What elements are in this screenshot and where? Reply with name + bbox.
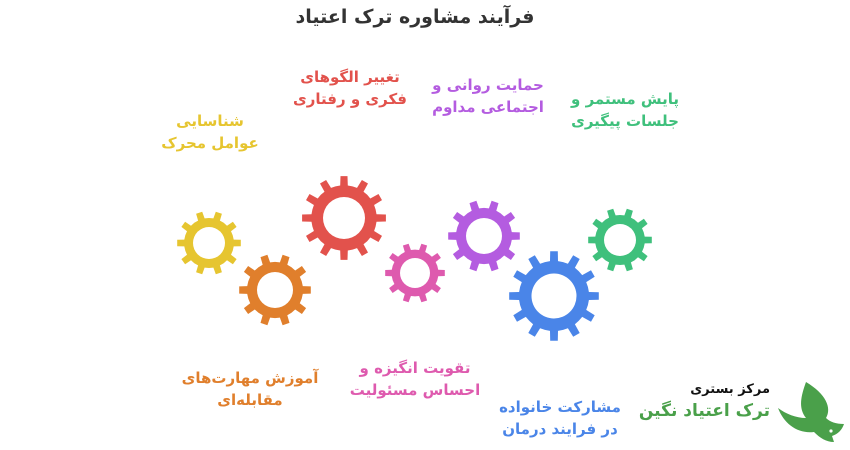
step-6-line2: در فرایند درمان [502,420,618,438]
step-2-line2: مقابله‌ای [217,391,283,409]
gear-hole-1 [193,227,225,259]
step-label-motivation: تقویت انگیزه و احساس مسئولیت [340,357,490,401]
bird-logo-icon [778,382,844,442]
step-4-line1: تقویت انگیزه و [359,359,471,377]
step-4-line2: احساس مسئولیت [349,381,481,399]
step-7-line2: جلسات پیگیری [571,112,679,130]
step-3-line1: تغییر الگوهای [300,68,400,86]
step-6-line1: مشارکت خانواده [499,398,621,416]
step-3-line2: فکری و رفتاری [293,90,407,108]
gear-hole-6 [531,273,577,319]
step-5-line1: حمایت روانی و [432,76,544,94]
step-1-line1: شناسایی [176,112,244,130]
step-1-line2: عوامل محرک [161,134,259,152]
gear-hole-7 [604,224,636,256]
brand-subtitle: مرکز بستری [690,382,770,397]
step-7-line1: پایش مستمر و [571,90,679,108]
step-label-change-patterns: تغییر الگوهای فکری و رفتاری [280,66,420,110]
step-5-line2: اجتماعی مداوم [432,98,544,116]
diagram-title: فرآیند مشاوره ترک اعتیاد [295,6,535,28]
brand-block: مرکز بستری ترک اعتیاد نگین [639,382,770,421]
gear-hole-2 [257,272,293,308]
step-label-identify-triggers: شناسایی عوامل محرک [150,110,270,154]
gear-hole-5 [466,218,502,254]
step-label-monitoring: پایش مستمر و جلسات پیگیری [555,88,695,132]
step-2-line1: آموزش مهارت‌های [181,369,319,387]
gear-hole-3 [323,197,365,239]
gear-hole-4 [400,258,430,288]
step-label-coping-skills: آموزش مهارت‌های مقابله‌ای [170,367,330,411]
step-label-family: مشارکت خانواده در فرایند درمان [490,396,630,440]
brand-name: ترک اعتیاد نگین [638,401,770,421]
step-label-support: حمایت روانی و اجتماعی مداوم [418,74,558,118]
